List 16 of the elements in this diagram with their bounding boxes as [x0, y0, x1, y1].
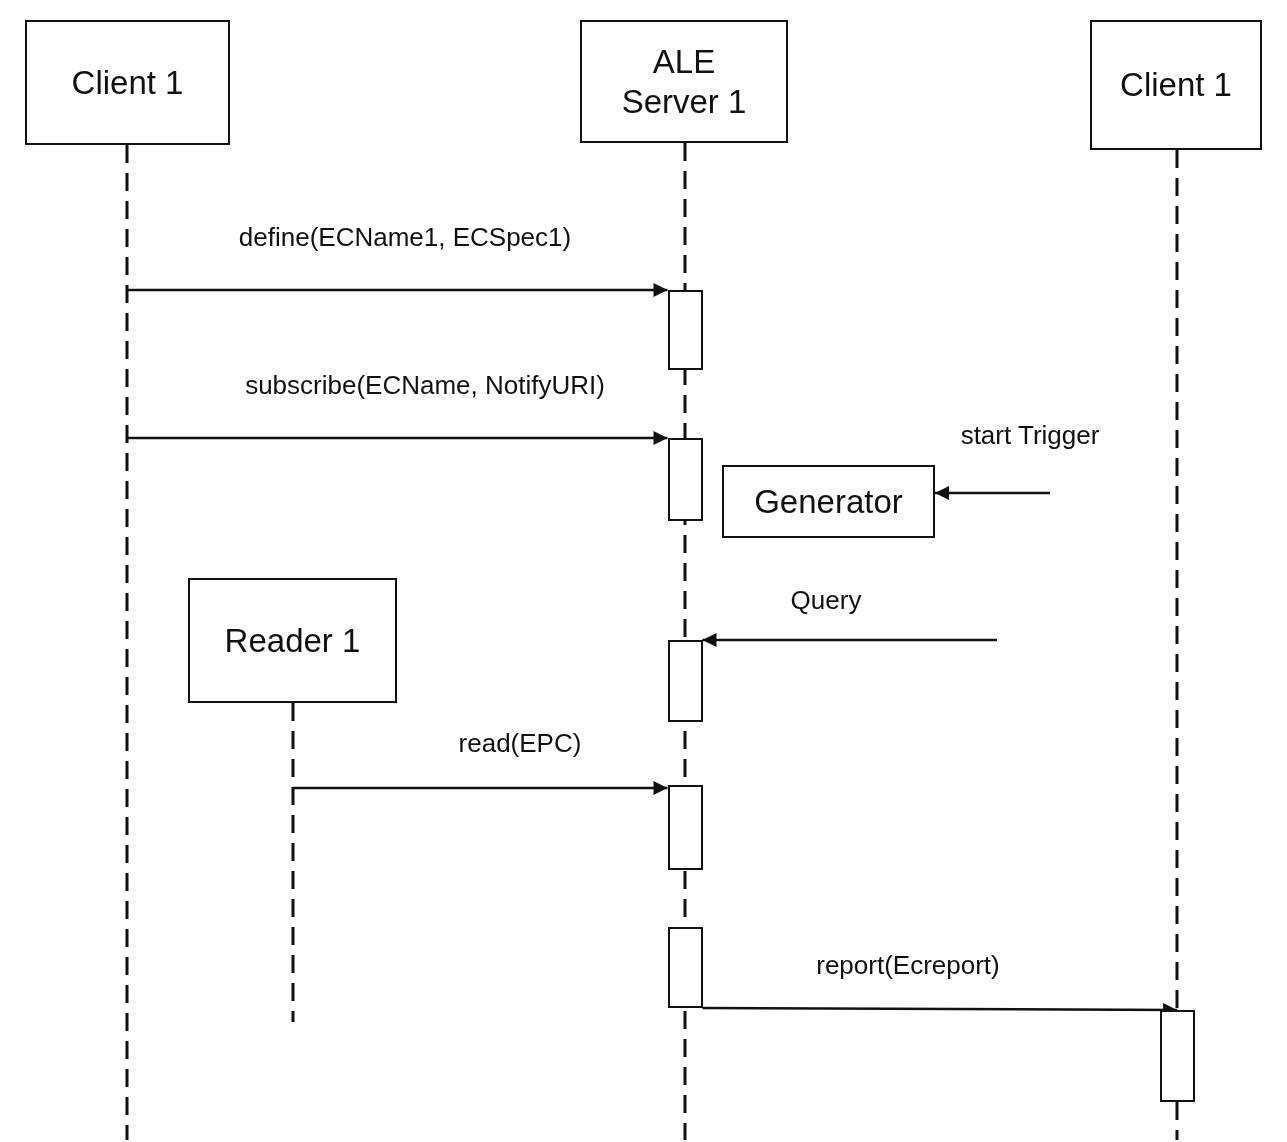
participant-box: Reader 1 — [188, 578, 397, 703]
activation-bar — [667, 785, 703, 870]
message-arrow — [293, 781, 668, 795]
message-arrow — [127, 431, 668, 445]
activation-bar — [667, 438, 703, 521]
activation-bar — [667, 927, 703, 1008]
message-arrow — [127, 283, 668, 297]
component-box: Generator — [722, 465, 935, 538]
activation-bar — [1159, 1010, 1195, 1102]
activation-bar — [667, 640, 703, 722]
participant-box: ALE Server 1 — [580, 20, 788, 143]
message-arrow — [702, 633, 997, 647]
participant-box: Client 1 — [25, 20, 230, 145]
activation-bar — [667, 290, 703, 370]
participant-box: Client 1 — [1090, 20, 1262, 150]
message-arrow — [935, 486, 1050, 500]
